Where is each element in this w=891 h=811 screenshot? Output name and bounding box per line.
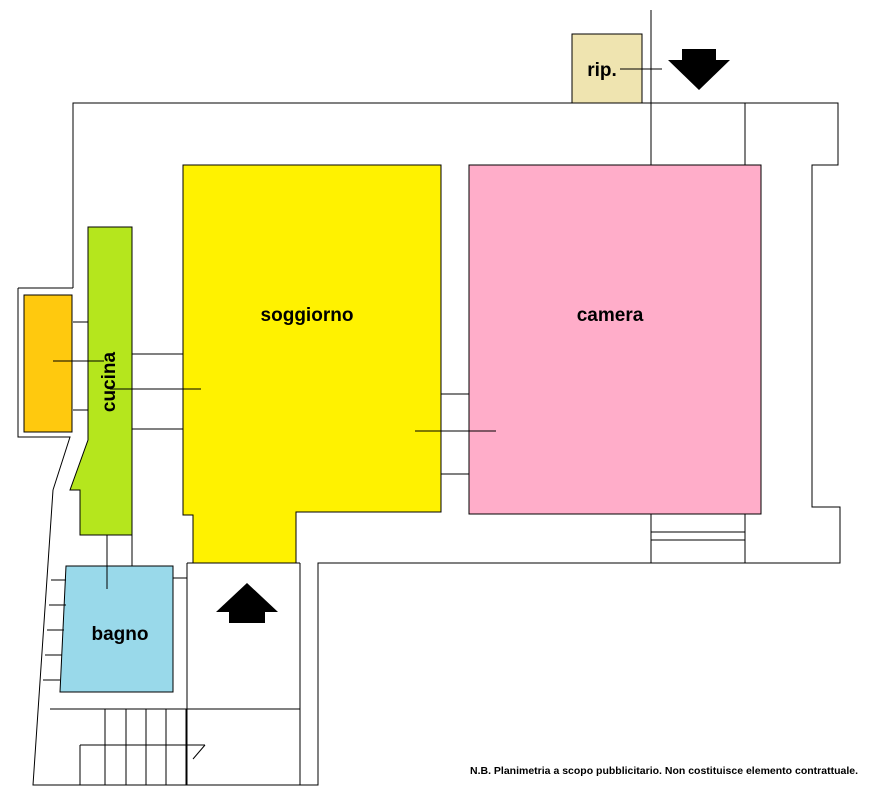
room-bagno (59, 565, 174, 693)
label-camera: camera (577, 305, 644, 326)
label-soggiorno: soggiorno (261, 305, 354, 326)
label-ripostiglio: rip. (587, 60, 617, 81)
room-camera (468, 164, 762, 515)
stairs (43, 579, 300, 785)
balcony-area (23, 294, 73, 433)
label-cucina: cucina (99, 351, 120, 412)
label-bagno: bagno (92, 624, 149, 645)
arrow-down-icon (668, 49, 730, 90)
arrow-up-icon (216, 583, 278, 623)
room-cucina (69, 226, 133, 536)
internal-lines (53, 68, 761, 785)
room-soggiorno (182, 164, 442, 564)
outer-walls (17, 10, 841, 786)
disclaimer-note: N.B. Planimetria a scopo pubblicitario. … (470, 765, 858, 777)
